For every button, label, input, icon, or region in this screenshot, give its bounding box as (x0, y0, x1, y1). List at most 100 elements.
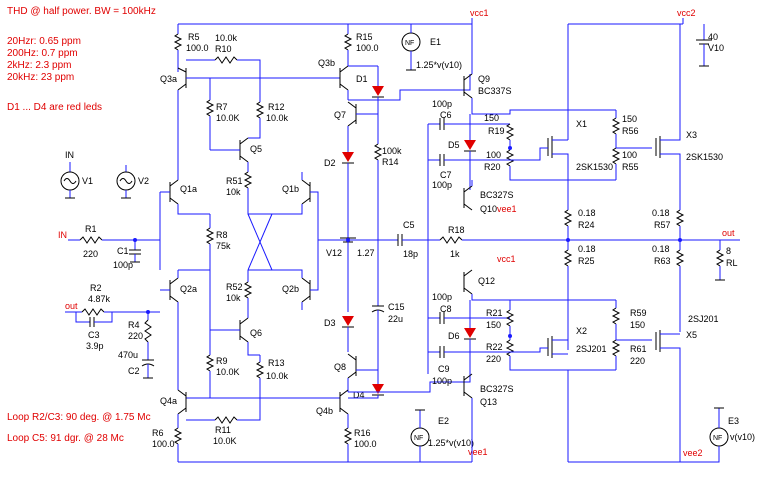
e1-nf: NF (405, 40, 414, 47)
r22-label: R22 (486, 342, 503, 352)
r16-value: 100.0 (354, 439, 377, 449)
out-left-label: out (65, 301, 78, 311)
e1-label: E1 (430, 37, 441, 47)
r6-label: R6 (152, 428, 164, 438)
r56-value: 150 (622, 114, 637, 124)
c7-value: 100p (432, 180, 452, 190)
vee1b-label: vee1 (497, 204, 517, 214)
r24-label: R24 (578, 220, 595, 230)
rails: vcc1 vee1 vcc2 vee2 (178, 8, 703, 463)
q2b-label: Q2b (282, 284, 299, 294)
c15-value: 22u (388, 314, 403, 324)
r51-label: R51 (226, 176, 243, 186)
r2-label: R2 (90, 283, 102, 293)
e3-expr: v(v10) (730, 432, 755, 442)
r8-value: 75k (216, 241, 231, 251)
q9-label: Q9 (478, 74, 490, 84)
c15-label: C15 (388, 302, 405, 312)
r19-label: R19 (488, 126, 505, 136)
e3-nf: NF (713, 435, 722, 442)
r20-label: R20 (484, 162, 501, 172)
q2a-label: Q2a (180, 284, 197, 294)
r15-value: 100.0 (356, 43, 379, 53)
x5-type: 2SJ201 (688, 314, 719, 324)
r5-value: 100.0 (186, 43, 209, 53)
c6-label: C6 (440, 110, 452, 120)
r25-value: 0.18 (578, 244, 596, 254)
vee1-label: vee1 (468, 447, 488, 457)
notes-title: THD @ half power. BW = 100kHz (7, 6, 156, 17)
x3-label: X3 (686, 130, 697, 140)
e2-label: E2 (438, 416, 449, 426)
rl-value: 8 (726, 246, 731, 256)
vcc2-label: vcc2 (677, 8, 696, 18)
r56-label: R56 (622, 126, 639, 136)
d1-label: D1 (356, 74, 368, 84)
r13-value: 10.0k (266, 371, 289, 381)
r19-value: 150 (484, 113, 499, 123)
x1-label: X1 (576, 119, 587, 129)
r2-value: 4.87k (88, 294, 111, 304)
x5-label: X5 (686, 330, 697, 340)
r55-value: 100 (622, 150, 637, 160)
thd-20hz: 20Hzr: 0.65 ppm (7, 36, 81, 47)
leds-note: D1 ... D4 are red leds (7, 102, 102, 113)
q13-type: BC327S (480, 384, 514, 394)
r21-label: R21 (486, 308, 503, 318)
r22-value: 220 (486, 354, 501, 364)
c1-label: C1 (117, 246, 129, 256)
notes: THD @ half power. BW = 100kHz 20Hzr: 0.6… (7, 6, 156, 444)
q9-type: BC337S (478, 86, 512, 96)
r59-label: R59 (630, 308, 647, 318)
r4-label: R4 (128, 320, 140, 330)
out-right-label: out (722, 228, 735, 238)
c2-value: 470u (118, 350, 138, 360)
d4-label: D4 (353, 390, 365, 400)
thd-20khz: 20kHz: 23 ppm (7, 72, 74, 83)
in-port-label: IN (58, 230, 67, 240)
r21-value: 150 (486, 320, 501, 330)
c5-value: 18p (403, 249, 418, 259)
v12-value: 1.27 (357, 248, 375, 258)
r57-label: R57 (654, 220, 671, 230)
r51-value: 10k (226, 187, 241, 197)
r55-label: R55 (622, 162, 639, 172)
x2-type: 2SJ201 (576, 344, 607, 354)
x1-type: 2SK1530 (576, 162, 613, 172)
q10-type: BC327S (480, 190, 514, 200)
in-top-label: IN (65, 150, 74, 160)
r63-value: 0.18 (652, 244, 670, 254)
r18-label: R18 (448, 225, 465, 235)
q8-label: Q8 (334, 362, 346, 372)
v1-label: V1 (82, 176, 93, 186)
r14-value: 100k (382, 146, 402, 156)
r24-value: 0.18 (578, 208, 596, 218)
q13-label: Q13 (480, 397, 497, 407)
r11-label: R11 (215, 425, 231, 435)
r57-value: 0.18 (652, 208, 670, 218)
vee2-label: vee2 (683, 448, 703, 458)
x2-label: X2 (576, 326, 587, 336)
r63-label: R63 (654, 256, 671, 266)
q4b-label: Q4b (316, 406, 333, 416)
q12-label: Q12 (478, 276, 495, 286)
q1b-label: Q1b (282, 184, 299, 194)
v2-label: V2 (138, 176, 149, 186)
c8-value: 100p (432, 292, 452, 302)
r52-value: 10k (226, 293, 241, 303)
r1-value: 220 (83, 249, 98, 259)
r15-label: R15 (356, 32, 373, 42)
r52-label: R52 (226, 282, 243, 292)
r1-label: R1 (85, 224, 97, 234)
r9-label: R9 (216, 356, 228, 366)
e1-expr: 1.25*v(v10) (416, 60, 462, 70)
d3-label: D3 (324, 318, 336, 328)
thd-200hz: 200Hz: 0.7 ppm (7, 48, 78, 59)
output-stage: X1 2SK1530 0.18 R24 0.18 R25 X2 2SJ201 1… (318, 24, 755, 463)
r13-label: R13 (268, 358, 285, 368)
r4-value: 220 (128, 331, 143, 341)
vcc1-label: vcc1 (470, 8, 489, 18)
diff-stage: R5 100.0 Q3a 10.0k R10 R7 10.0K R12 10.0… (152, 24, 340, 462)
r7-value: 10.0K (216, 113, 240, 123)
q4a-label: Q4a (160, 396, 177, 406)
